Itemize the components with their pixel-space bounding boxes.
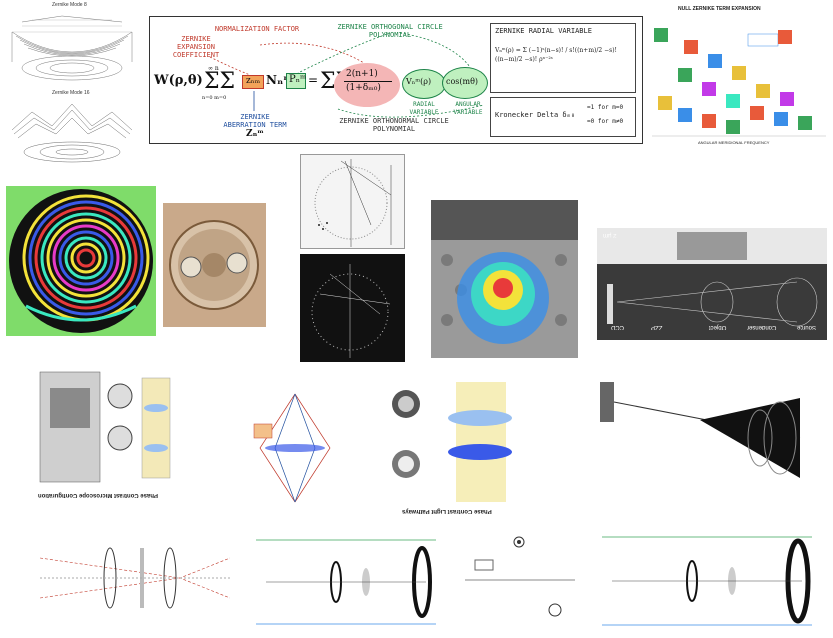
xray-scale-label: 2 µm xyxy=(603,232,617,238)
orthonormal-polynomial-label: ZERNIKE ORTHONORMAL CIRCLE POLYNOMIAL xyxy=(339,117,449,133)
normalization-divider xyxy=(344,81,392,82)
phase-contrast-pathways-image: Phase Contrast Light Pathways xyxy=(380,378,540,518)
kronecker-panel: Kronecker Delta δₘ₀ =1 for m=0 =0 for m≠… xyxy=(490,97,636,137)
cos-symbol: cos(mθ) xyxy=(446,77,479,86)
radial-panel-formula: Vₙᵐ(ρ) = Σ (−1)ˢ(n−s)! / s!((n+m)/2 −s)!… xyxy=(495,47,617,63)
small-schematic xyxy=(455,530,585,630)
xray-label-zzp: ZZP xyxy=(651,324,663,330)
kronecker-case-1: =1 for m=0 xyxy=(587,104,624,111)
zernike-expansion-formula-box: ZERNIKE EXPANSION COEFFICIENT NORMALIZAT… xyxy=(149,16,643,144)
xray-label-object: Object xyxy=(709,324,727,330)
null-chart-graphic xyxy=(652,28,826,137)
null-chart-footer: ANGULAR MERIDIONAL FREQUENCY xyxy=(698,140,770,145)
cell-graphic xyxy=(169,220,259,310)
interferogram-image xyxy=(6,186,156,336)
xray-label-source: Source xyxy=(797,324,817,330)
phase-contrast-config-image: Phase Contrast Microscope Configuration xyxy=(30,368,180,518)
xray-graphic xyxy=(597,228,827,327)
ray-diagram-small xyxy=(240,388,350,508)
phase-ray-mid-graphic xyxy=(256,539,436,625)
zernike-arrows xyxy=(209,32,485,118)
null-chart-title: NULL ZERNIKE TERM EXPANSION xyxy=(678,6,761,12)
radial-panel-title: ZERNIKE RADIAL VARIABLE xyxy=(495,27,592,35)
angular-circle xyxy=(442,67,488,99)
xray-label-ccd: CCD xyxy=(611,324,624,330)
angular-variable-label: ANGULAR VARIABLE xyxy=(453,101,483,116)
znm-symbol: zₙₘ xyxy=(246,76,261,86)
null-zernike-chart: NULL ZERNIKE TERM EXPANSION ANGULAR MERI… xyxy=(648,4,830,154)
wavefront-3d-image xyxy=(431,200,578,358)
surface-plot-top-title: Zernike Mode 8 xyxy=(52,2,87,8)
radial-circle xyxy=(402,69,446,99)
normalization-factor-label: NORMALIZATION FACTOR xyxy=(214,25,300,33)
sum-symbol-1: ΣΣ xyxy=(204,69,236,94)
znm-box: zₙₘ xyxy=(242,75,264,89)
phase-ray-diagram-right xyxy=(592,525,828,635)
phase-ray-diagram-mid xyxy=(246,528,446,634)
normalization-bottom: (1+δₘ₀) xyxy=(346,83,381,93)
kronecker-label: Kronecker Delta δₘ₀ xyxy=(495,111,576,119)
xray-microscope-image: 2 µm Source Condenser Object ZZP CCD xyxy=(597,228,827,340)
phase-contrast-pathways-graphic xyxy=(392,382,512,502)
interferogram-graphic xyxy=(9,189,153,333)
normalization-circle xyxy=(334,63,400,107)
pnm-box: Pₙᵐ xyxy=(286,73,306,89)
phase-contrast-pathways-title: Phase Contrast Light Pathways xyxy=(402,508,492,514)
phase-ray-diagram-left xyxy=(40,538,230,618)
radial-variable-label: RADIAL VARIABLE xyxy=(409,101,439,116)
vnm-symbol: Vₙᵐ(ρ) xyxy=(406,77,432,86)
polar-plot-top-graphic xyxy=(314,159,392,247)
zernike-surface-plot-bottom: Zernike Mode 16 xyxy=(2,90,144,170)
phase-contrast-config-title: Phase Contrast Microscope Configuration xyxy=(38,492,159,498)
sum-limits: ∞ n xyxy=(208,65,219,72)
xray-label-condenser: Condenser xyxy=(747,324,777,330)
zernike-surface-plot-top: Zernike Mode 8 xyxy=(2,2,144,88)
pnm-symbol: Pₙᵐ xyxy=(289,74,307,85)
w-symbol: W(ρ,θ) xyxy=(154,73,203,88)
phase-ray-right-graphic xyxy=(602,536,812,626)
equals-sign-1: = xyxy=(308,73,319,87)
aberration-term-label: ZERNIKE ABERRATION TERM xyxy=(223,113,287,129)
aberration-symbol: Zₙᵐ xyxy=(246,129,264,139)
normalization-top: 2(n+1) xyxy=(346,69,378,79)
phase-contrast-config-graphic xyxy=(39,371,171,483)
sum-start: n=0 m=0 xyxy=(202,95,227,101)
polar-plot-bottom-graphic xyxy=(311,264,391,358)
cell-microscopy-image xyxy=(163,203,266,327)
kronecker-case-2: =0 for m≠0 xyxy=(587,118,624,125)
small-schematic-graphic xyxy=(465,536,575,617)
nnm-symbol: Nₙᵐ xyxy=(266,73,292,87)
wavefront-graphic xyxy=(431,200,578,344)
phase-ray-left-graphic xyxy=(40,547,230,609)
polar-plot-top xyxy=(300,154,405,249)
surface-plot-bottom-graphic xyxy=(11,103,133,163)
orthogonal-polynomial-label: ZERNIKE ORTHOGONAL CIRCLE POLYNOMIAL xyxy=(337,23,443,39)
surface-plot-bottom-title: Zernike Mode 16 xyxy=(52,90,90,96)
radial-variable-panel: ZERNIKE RADIAL VARIABLE Vₙᵐ(ρ) = Σ (−1)ˢ… xyxy=(490,23,636,93)
surface-plot-top-graphic xyxy=(11,15,133,81)
polar-plot-bottom xyxy=(300,254,405,362)
xray-schematic-image xyxy=(580,368,820,508)
xray-schematic-graphic xyxy=(600,382,801,478)
ray-diagram-graphic xyxy=(253,393,331,503)
expansion-coefficient-label: ZERNIKE EXPANSION COEFFICIENT xyxy=(172,35,220,59)
